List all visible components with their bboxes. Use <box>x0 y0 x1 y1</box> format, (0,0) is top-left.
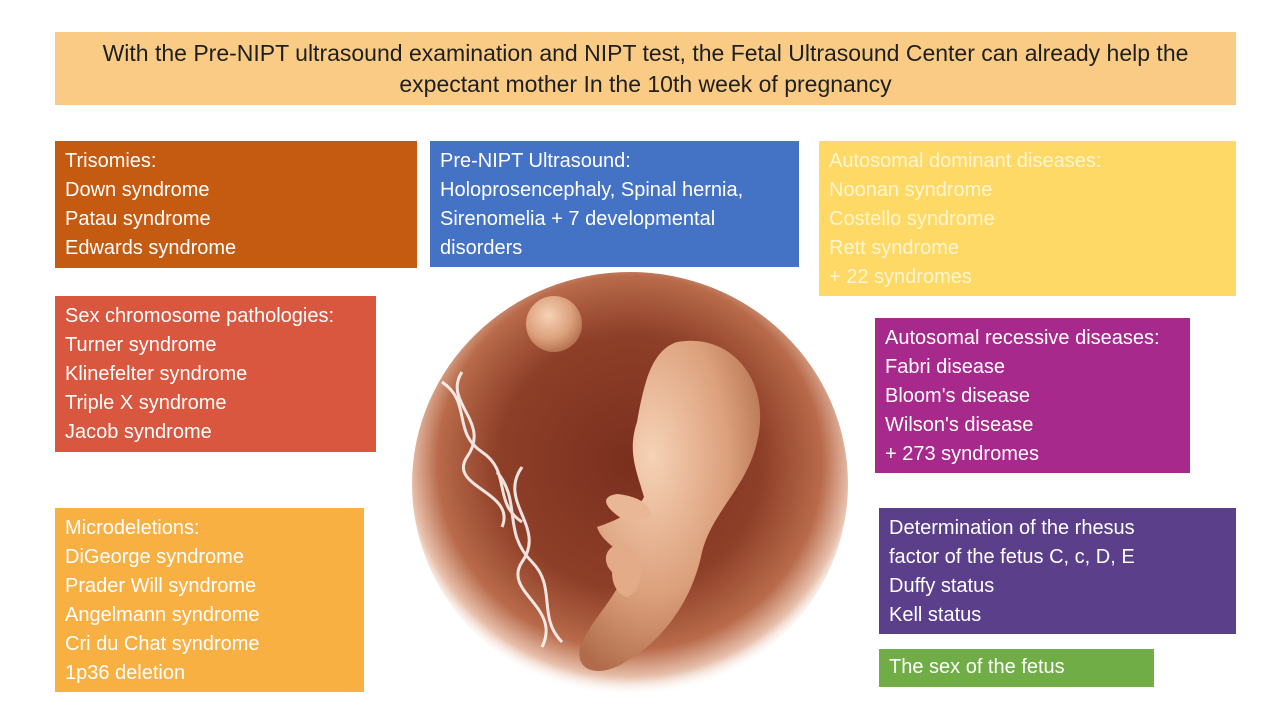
headline-line-1: With the Pre-NIPT ultrasound examination… <box>102 39 1189 66</box>
list-item: + 22 syndromes <box>829 266 972 288</box>
list-item: disorders <box>440 237 523 259</box>
microdeletions-heading: Microdeletions: <box>65 517 200 539</box>
list-item: Triple X syndrome <box>65 392 227 414</box>
list-item: Holoprosencephaly, Spinal hernia, <box>440 179 744 201</box>
list-item: Noonan syndrome <box>829 179 993 201</box>
fetal-sex-label: The sex of the fetus <box>889 656 1065 678</box>
list-item: Sirenomelia + 7 developmental <box>440 208 716 230</box>
list-item: Jacob syndrome <box>65 421 212 443</box>
list-item: Rett syndrome <box>829 237 960 259</box>
microdeletions-box: Microdeletions: DiGeorge syndrome Prader… <box>55 508 364 692</box>
pre-nipt-heading: Pre-NIPT Ultrasound: <box>440 150 631 172</box>
embryo-limb <box>605 544 642 597</box>
trisomies-heading: Trisomies: <box>65 150 157 172</box>
list-item: + 273 syndromes <box>885 443 1039 465</box>
embryo-ultrasound-image <box>412 272 852 702</box>
list-item: Duffy status <box>889 575 995 597</box>
rhesus-factor-box: Determination of the rhesus factor of th… <box>879 508 1236 634</box>
list-item: 1p36 deletion <box>65 662 186 684</box>
list-item: Bloom's disease <box>885 385 1030 407</box>
list-item: Determination of the rhesus <box>889 517 1135 539</box>
list-item: Patau syndrome <box>65 208 211 230</box>
list-item: Edwards syndrome <box>65 237 237 259</box>
embryo-limb <box>606 494 651 522</box>
list-item: Costello syndrome <box>829 208 995 230</box>
list-item: Prader Will syndrome <box>65 575 257 597</box>
dna-helix-icon <box>441 371 564 648</box>
list-item: Cri du Chat syndrome <box>65 633 260 655</box>
fetal-sex-box: The sex of the fetus <box>879 649 1154 687</box>
list-item: Fabri disease <box>885 356 1006 378</box>
list-item: Wilson's disease <box>885 414 1034 436</box>
list-item: DiGeorge syndrome <box>65 546 244 568</box>
embryo-illustration <box>412 272 848 696</box>
pre-nipt-ultrasound-box: Pre-NIPT Ultrasound: Holoprosencephaly, … <box>430 141 799 267</box>
sex-chromosome-heading: Sex chromosome pathologies: <box>65 305 335 327</box>
list-item: Klinefelter syndrome <box>65 363 248 385</box>
autosomal-dominant-box: Autosomal dominant diseases: Noonan synd… <box>819 141 1236 296</box>
headline-banner: With the Pre-NIPT ultrasound examination… <box>55 32 1236 105</box>
sex-chromosome-box: Sex chromosome pathologies: Turner syndr… <box>55 296 376 452</box>
list-item: Angelmann syndrome <box>65 604 260 626</box>
autosomal-recessive-box: Autosomal recessive diseases: Fabri dise… <box>875 318 1190 473</box>
autosomal-recessive-heading: Autosomal recessive diseases: <box>885 327 1160 349</box>
yolk-sac <box>526 296 582 352</box>
headline-line-2: expectant mother In the 10th week of pre… <box>399 70 892 97</box>
list-item: Kell status <box>889 604 982 626</box>
list-item: factor of the fetus C, c, D, E <box>889 546 1135 568</box>
trisomies-box: Trisomies: Down syndrome Patau syndrome … <box>55 141 417 268</box>
list-item: Down syndrome <box>65 179 210 201</box>
list-item: Turner syndrome <box>65 334 217 356</box>
autosomal-dominant-heading: Autosomal dominant diseases: <box>829 150 1102 172</box>
